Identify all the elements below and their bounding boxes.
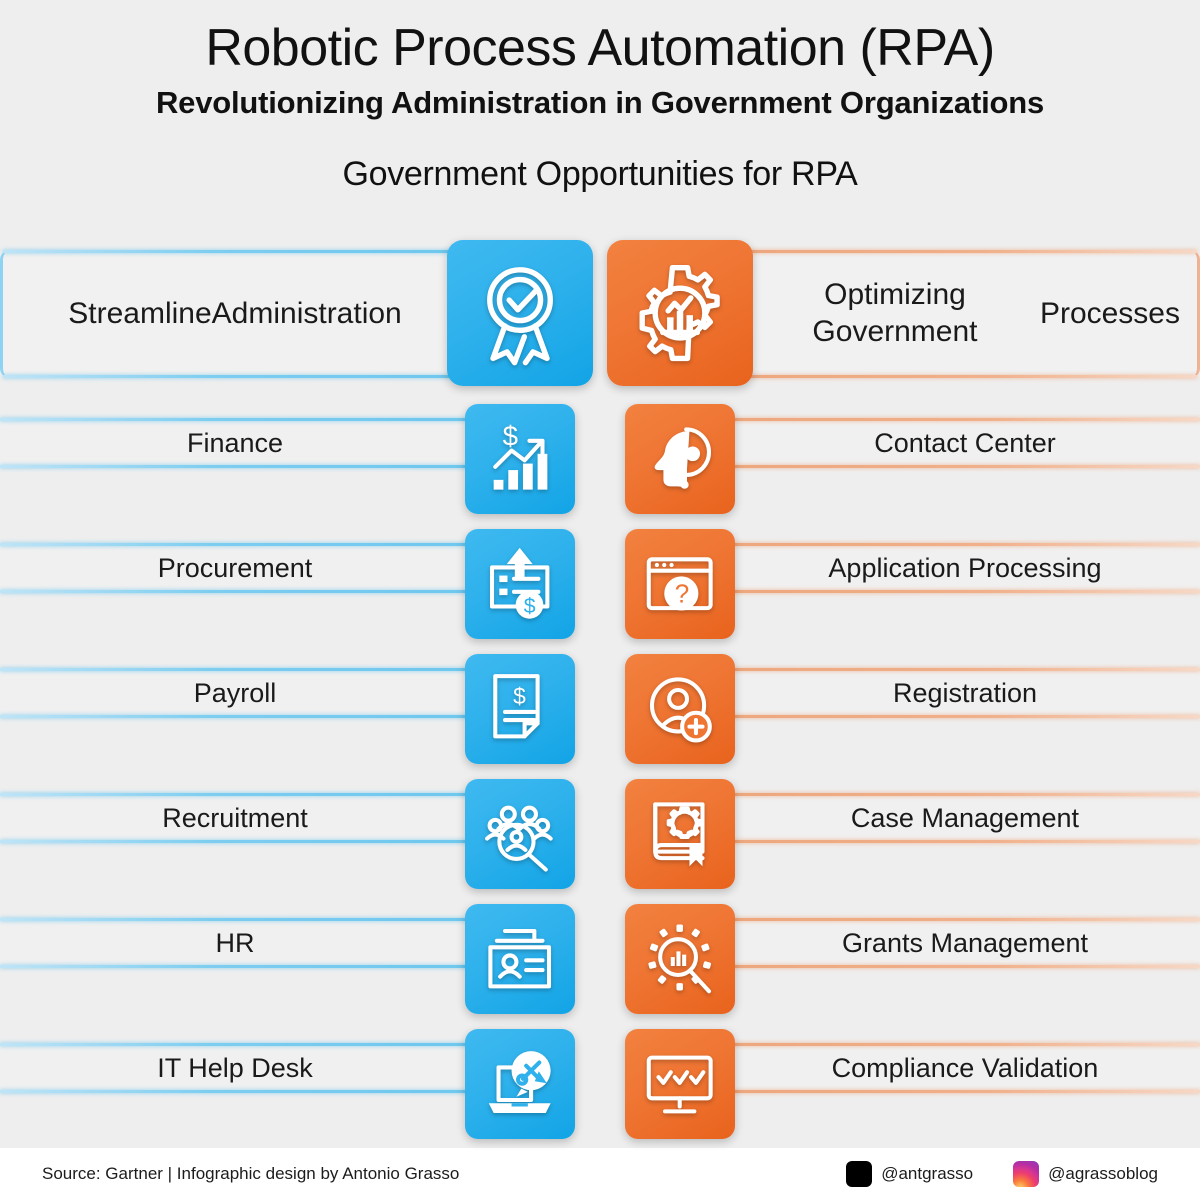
row-label-right: Contact Center [874,427,1056,458]
row-connector-left [0,918,474,968]
instagram-icon [1013,1161,1040,1187]
row-connector-right [726,668,1200,718]
row-connector-right [726,543,1200,593]
payslip-dollar-icon[interactable]: $ [465,654,575,764]
x-icon [846,1161,873,1187]
award-ribbon-check-icon[interactable] [447,240,593,386]
row-connector-right [726,918,1200,968]
row-label-left: Payroll [193,677,277,708]
footer-bar: Source: Gartner | Infographic design by … [0,1148,1200,1200]
opportunity-row: Procurement Application Processing [0,543,1200,593]
svg-text:?: ? [675,579,689,609]
row-connector-left [0,668,474,718]
row-label-left: Finance [186,427,284,458]
svg-text:$: $ [524,595,536,618]
opportunity-row: Finance Contact Center [0,418,1200,468]
headset-agent-icon[interactable] [625,404,735,514]
purchase-order-upload-icon[interactable]: $ [465,529,575,639]
dollar-growth-chart-icon[interactable]: $ [465,404,575,514]
row-label-left: Procurement [157,552,313,583]
row-label-right: Case Management [850,802,1080,833]
footer-social-links: @antgrasso @agrassoblog [846,1161,1158,1187]
row-connector-right [726,250,1200,378]
svg-text:$: $ [513,683,526,709]
user-add-icon[interactable] [625,654,735,764]
employee-badge-icon[interactable] [465,904,575,1014]
page-subtitle: Revolutionizing Administration in Govern… [155,85,1045,121]
book-gear-bookmark-icon[interactable] [625,779,735,889]
page-title: Robotic Process Automation (RPA) [205,19,995,77]
laptop-support-tools-icon[interactable] [465,1029,575,1139]
row-label-right: Compliance Validation [831,1052,1099,1083]
row-label-right: Grants Management [841,927,1089,958]
row-label-left: IT Help Desk [157,1052,313,1083]
row-connector-right [726,793,1200,843]
row-label-right: Registration [892,677,1038,708]
row-label-left: Recruitment [162,802,308,833]
row-connector-left [0,543,474,593]
x-handle: @antgrasso [881,1164,974,1183]
gear-bar-chart-icon[interactable] [607,240,753,386]
opportunity-row: Recruitment Case Management [0,793,1200,843]
infographic-header: Robotic Process Automation (RPA) Revolut… [0,0,1200,194]
social-link-x[interactable]: @antgrasso [846,1161,973,1187]
browser-question-icon[interactable]: ? [625,529,735,639]
opportunity-row: HR Grants Management [0,918,1200,968]
row-connector-left [0,418,474,468]
row-connector-right [726,418,1200,468]
row-label-left: HR [215,927,255,958]
row-connector-left [0,250,474,378]
row-connector-right [726,1043,1200,1093]
row-label-right: Application Processing [828,552,1102,583]
row-connector-left [0,793,474,843]
section-title: Government Opportunities for RPA [342,155,858,194]
magnifier-bar-chart-icon[interactable] [625,904,735,1014]
monitor-checkmarks-icon[interactable] [625,1029,735,1139]
social-link-instagram[interactable]: @agrassoblog [1013,1161,1158,1187]
people-search-icon[interactable] [465,779,575,889]
row-connector-left [0,1043,474,1093]
opportunity-row: Payroll Registration [0,668,1200,718]
footer-source-text: Source: Gartner | Infographic design by … [42,1164,460,1183]
instagram-handle: @agrassoblog [1048,1164,1158,1183]
opportunity-row: IT Help Desk Compliance Validation [0,1043,1200,1093]
svg-text:$: $ [503,421,518,452]
